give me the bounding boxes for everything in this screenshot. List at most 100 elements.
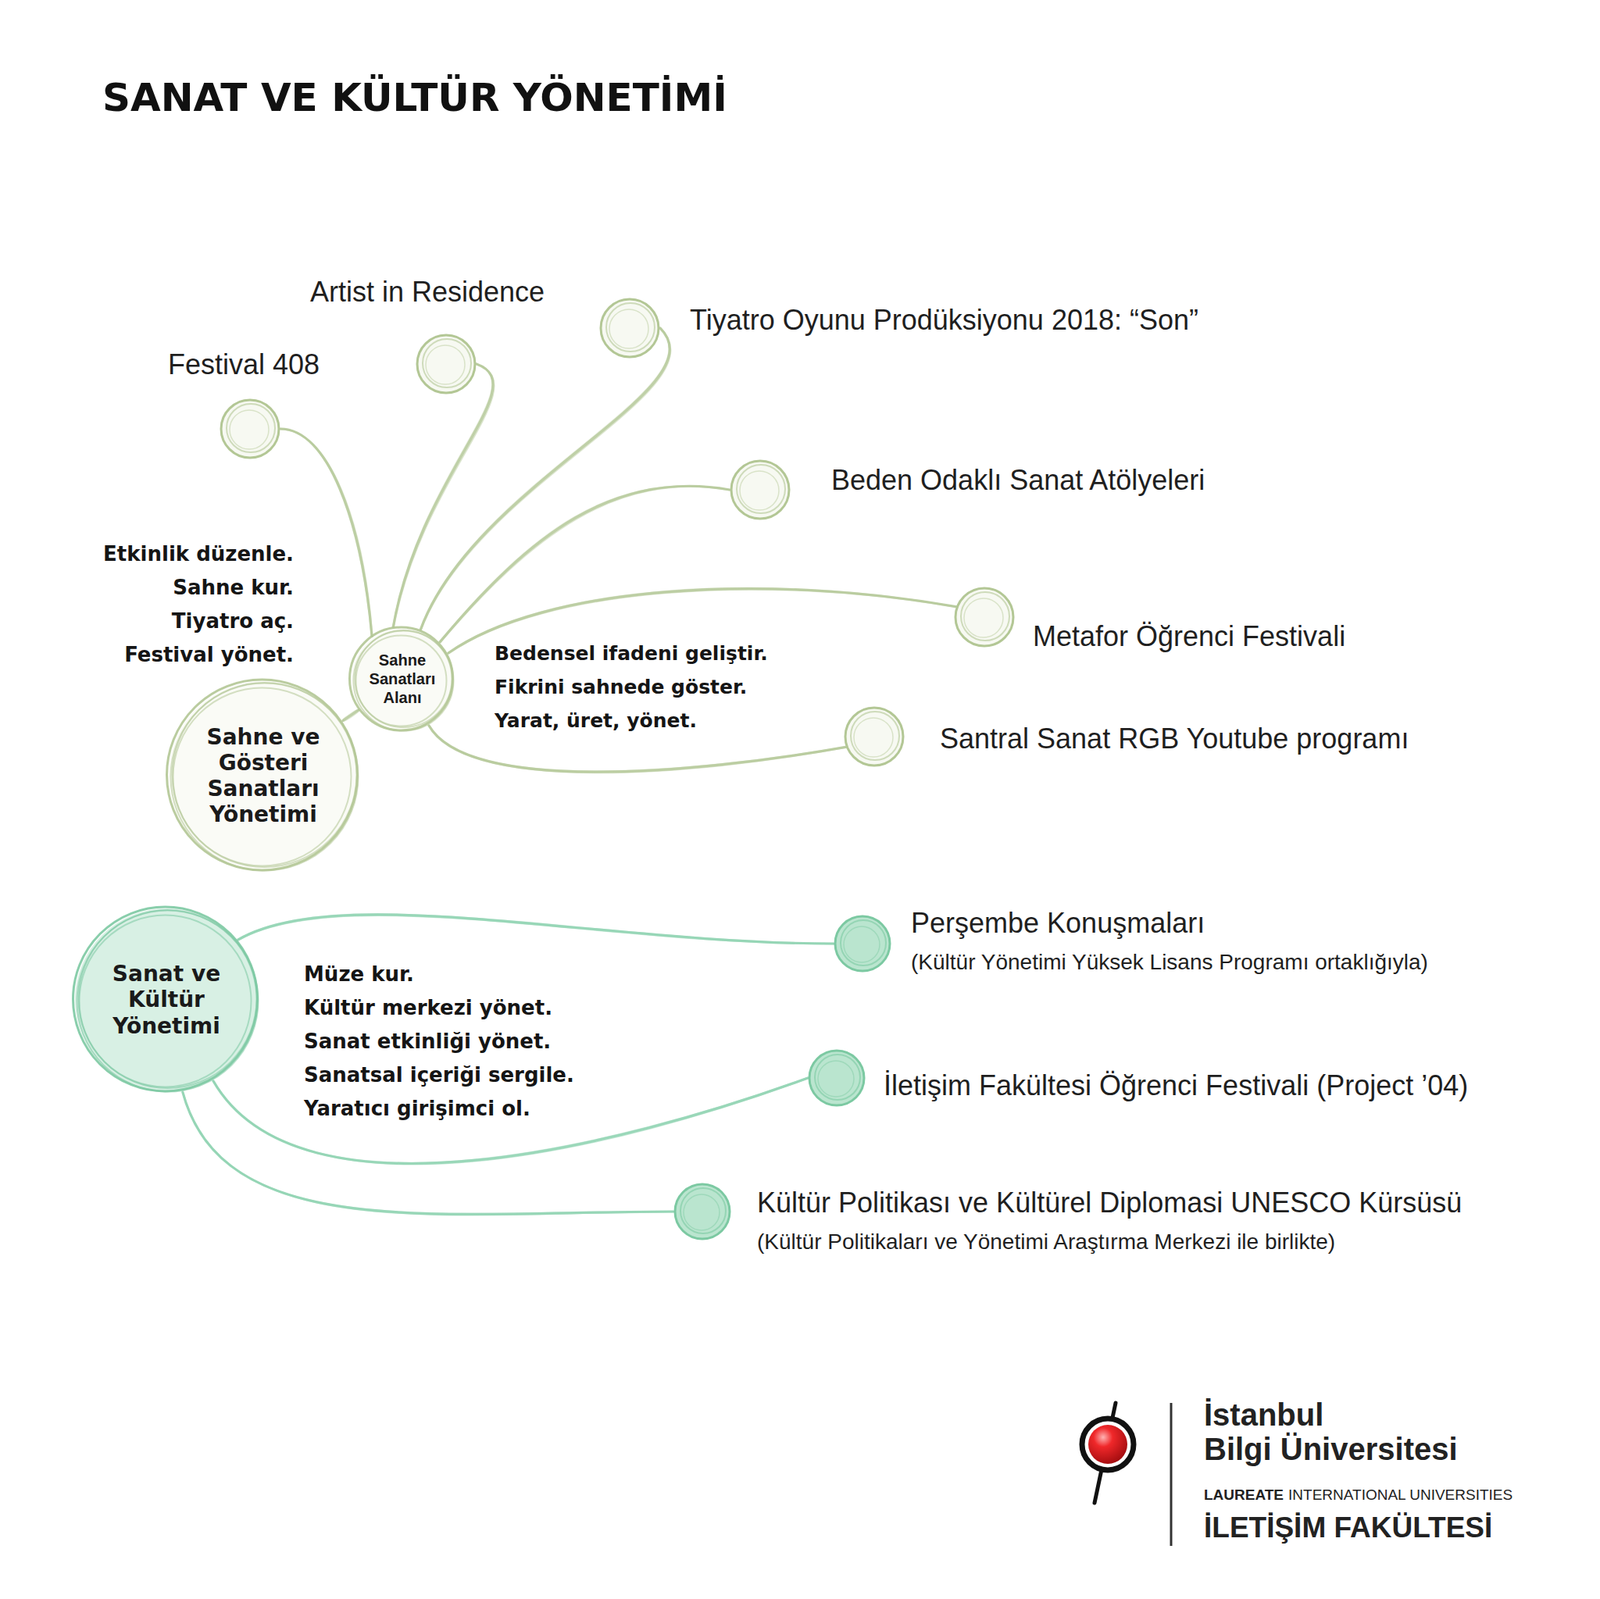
circle-fill (845, 707, 904, 766)
activity-label: Perşembe Konuşmaları (910, 907, 1205, 940)
connector-stroke (280, 428, 372, 636)
activity-label: Santral Sanat RGB Youtube programı (939, 722, 1409, 755)
activity-label: Artist in Residence (310, 275, 545, 308)
connector-stroke (440, 486, 731, 643)
connector-stroke (428, 725, 846, 772)
circle-ring (683, 1194, 720, 1231)
curl-connector (428, 725, 847, 774)
connector-stroke (238, 914, 834, 944)
logo-text: İLETİŞİM FAKÜLTESİ (1203, 1511, 1493, 1546)
circle-ring (173, 688, 352, 867)
action-text: Sahne kur. (172, 576, 294, 600)
circle-ring (167, 679, 358, 871)
circle-ring (425, 345, 465, 385)
action-text: Fikrini sahnede göster. (494, 676, 747, 700)
logo-text: Bilgi Üniversitesi (1203, 1431, 1458, 1468)
connector-stroke (393, 364, 495, 628)
circle-ring (843, 926, 880, 963)
logo-ring (1082, 1418, 1134, 1471)
connector-stroke (182, 1092, 673, 1215)
node-outline (843, 706, 905, 768)
circle-fill (835, 916, 890, 972)
circle-ring (853, 717, 893, 758)
node-outline (415, 333, 477, 395)
activity-node: Perşembe Konuşmaları(Kültür Yönetimi Yük… (833, 914, 892, 973)
circle-ring (79, 915, 252, 1088)
circle-fill (731, 460, 790, 519)
circle-ring (736, 464, 786, 514)
node-outline (599, 297, 661, 359)
circle-ring (226, 403, 275, 453)
activity-label: Beden Odaklı Sanat Atölyeleri (831, 464, 1205, 497)
node-outline (673, 1182, 732, 1241)
activity-label: Kültür Politikası ve Kültürel Diplomasi … (757, 1186, 1462, 1219)
activity-node: Beden Odaklı Sanat Atölyeleri (729, 459, 791, 521)
action-text: Tiyatro aç. (171, 610, 294, 634)
node-outline (833, 914, 892, 973)
activity-label: Tiyatro Oyunu Prodüksiyonu 2018: “Son” (689, 303, 1199, 336)
curl-connector (237, 914, 834, 944)
circle-fill (221, 400, 279, 458)
connector-stroke (429, 725, 847, 773)
curl-connector (213, 1078, 809, 1165)
curl-connector (280, 428, 373, 637)
activity-note: (Kültür Politikaları ve Yönetimi Araştır… (757, 1229, 1336, 1255)
action-text: Bedensel ifadeni geliştir. (494, 642, 768, 666)
logo-divider (1170, 1403, 1173, 1547)
curl-connector (439, 485, 731, 643)
activity-label: İletişim Fakültesi Öğrenci Festivali (Pr… (883, 1069, 1468, 1102)
curl-connector (342, 709, 359, 722)
connector-stroke (213, 1078, 808, 1164)
connector-stroke (183, 1092, 675, 1216)
connector-stroke (239, 915, 835, 945)
circle-label: Sahne Sanatları Alanı (354, 651, 450, 708)
circle-fill (809, 1050, 865, 1106)
circle-ring (840, 920, 886, 966)
activity-label: Festival 408 (167, 348, 320, 381)
circle-ring (353, 631, 454, 732)
circle-ring (817, 1060, 854, 1097)
circle-label: Sahne ve Gösteri Sanatları Yönetimi (196, 724, 330, 828)
node-outline (729, 459, 791, 521)
circle-ring (964, 598, 1004, 638)
action-text: Festival yönet. (124, 643, 294, 668)
category-circle: Sanat ve Kültür Yönetimi (72, 906, 261, 1094)
logo-text: INTERNATIONAL UNIVERSITIES (1288, 1486, 1513, 1504)
action-text: Sanat etkinliği yönet. (303, 1030, 551, 1054)
activity-node: İletişim Fakültesi Öğrenci Festivali (Pr… (807, 1049, 866, 1108)
node-outline (219, 398, 281, 460)
circle-ring (739, 471, 779, 511)
circle-ring (77, 910, 259, 1093)
circle-ring (814, 1054, 861, 1100)
circle-ring (78, 910, 258, 1089)
activity-node: Artist in Residence (415, 333, 477, 395)
connector-stroke (439, 485, 730, 643)
connector-stroke (182, 1092, 674, 1215)
category-circle: Sahne ve Gösteri Sanatları Yönetimi (166, 678, 361, 873)
activity-node: Tiyatro Oyunu Prodüksiyonu 2018: “Son” (599, 297, 661, 359)
activity-node: Santral Sanat RGB Youtube programı (843, 706, 905, 768)
connector-stroke (439, 485, 730, 643)
circle-fill (675, 1184, 730, 1240)
connector-stroke (281, 428, 373, 636)
circle-ring (350, 627, 454, 731)
diagram-title: SANAT VE KÜLTÜR YÖNETİMİ (102, 75, 728, 121)
connector-stroke (237, 914, 833, 944)
activity-label: Metafor Öğrenci Festivali (1032, 620, 1346, 653)
node-outline (807, 1049, 866, 1108)
action-text: Sanatsal içeriği sergile. (303, 1064, 575, 1088)
circle-fill (417, 335, 475, 393)
connector-stroke (342, 710, 359, 722)
logo-text: LAUREATE (1203, 1486, 1284, 1504)
circle-ring (850, 711, 900, 761)
node-outline (953, 586, 1015, 648)
connector-stroke (213, 1078, 808, 1164)
circle-ring (606, 303, 655, 352)
circle-ring (73, 907, 258, 1092)
circle-ring (422, 339, 472, 388)
activity-node: Metafor Öğrenci Festivali (953, 586, 1015, 648)
connector-stroke (342, 709, 358, 721)
circle-fill (600, 299, 659, 358)
logo-ball (1088, 1425, 1128, 1465)
